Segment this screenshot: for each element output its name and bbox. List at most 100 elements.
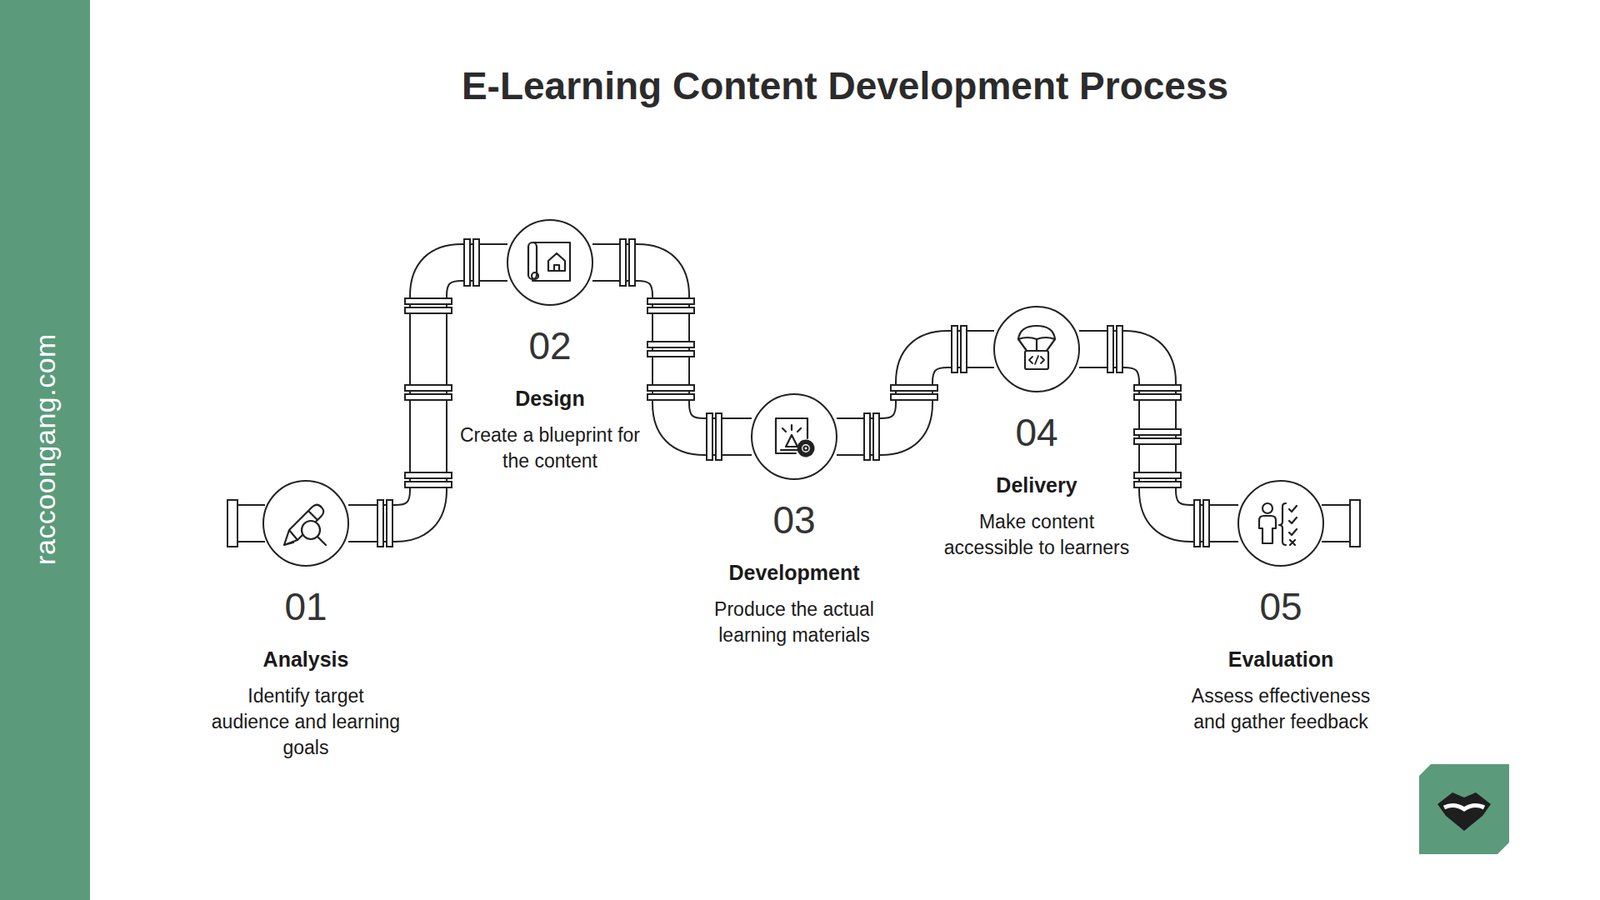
circle-fill — [751, 394, 837, 480]
pipe-outline — [348, 262, 508, 524]
pipe-connector — [348, 262, 508, 524]
step-circles — [263, 220, 1324, 566]
circle-fill — [263, 480, 349, 566]
pipe-ring — [890, 394, 938, 400]
pipe-ring — [647, 298, 695, 305]
pipe-ring — [1203, 500, 1210, 547]
evaluation-icon — [1259, 503, 1297, 545]
step-heading: Analysis — [263, 646, 350, 672]
pipe-ring — [647, 341, 695, 348]
process-step: 05EvaluationAssess effectiveness and gat… — [1172, 480, 1390, 735]
pipe-connector — [592, 262, 752, 437]
magnifier-handle — [317, 536, 326, 545]
scroll-dot — [531, 272, 539, 280]
pencil-shape — [284, 505, 324, 545]
process-step: 03DevelopmentProduce the actual learning… — [685, 393, 903, 649]
process-step: 02DesignCreate a blueprint for the conte… — [441, 219, 659, 475]
pipe-connector — [1079, 349, 1239, 524]
pipe-ring — [405, 394, 452, 400]
pipe-inner — [836, 349, 995, 437]
logo-tile — [1419, 764, 1510, 855]
pipe-inner — [348, 262, 508, 524]
delivery-icon — [1018, 325, 1055, 370]
list-brace — [1279, 503, 1286, 545]
pipe-ring — [951, 325, 958, 373]
pipe-ring — [1134, 385, 1181, 391]
pipe-inner — [592, 262, 752, 437]
step-heading: Evaluation — [1228, 646, 1334, 672]
pipe-ring — [405, 385, 452, 391]
process-step: 01AnalysisIdentify target audience and l… — [197, 480, 415, 761]
circle-fill — [1238, 480, 1324, 566]
end-cap — [1350, 500, 1360, 547]
site-watermark: raccoongang.com — [29, 333, 62, 565]
step-heading: Delivery — [995, 472, 1077, 498]
blueprint-sheet — [532, 242, 570, 281]
design-icon — [528, 242, 570, 281]
step-circle — [993, 305, 1080, 393]
step-heading: Design — [515, 385, 585, 411]
step-circle — [262, 480, 350, 567]
step-description: Make content accessible to learners — [938, 509, 1135, 561]
pipe-outline — [836, 349, 995, 437]
pipe-ring — [647, 307, 695, 314]
check-marks — [1289, 505, 1297, 545]
pipe-ring — [1134, 481, 1181, 488]
step-number: 03 — [772, 498, 815, 542]
pipe-ring — [620, 239, 626, 286]
step-circle — [506, 219, 594, 306]
person-head — [1262, 503, 1273, 514]
gear-teeth — [799, 441, 813, 455]
pipe-connectors — [348, 262, 1239, 524]
pipe-ring — [864, 413, 870, 460]
house-shape — [548, 253, 565, 271]
pipe-ring — [1134, 472, 1181, 479]
person-body — [1259, 515, 1276, 544]
pipe-outline — [1079, 349, 1239, 524]
step-heading: Development — [729, 560, 860, 585]
pipe-ring — [405, 307, 452, 314]
pipe-inner — [1079, 349, 1239, 524]
gear-hub — [804, 446, 809, 451]
pipe-ring — [629, 239, 635, 286]
pipe-ring — [706, 413, 713, 460]
package-box — [1025, 350, 1049, 370]
pipe-ring — [890, 385, 938, 391]
pipe-ring — [873, 413, 880, 460]
pipe-ring — [647, 394, 695, 400]
pipe-ring — [1134, 438, 1181, 445]
logo-mask — [1437, 792, 1491, 831]
diagram-title: E-Learning Content Development Process — [90, 63, 1600, 109]
step-number: 02 — [528, 324, 571, 368]
pipe-ring — [405, 298, 452, 305]
pipe-ring — [1107, 325, 1114, 373]
pipe-ring — [386, 500, 393, 547]
step-description: Assess effectiveness and gather feedback — [1182, 683, 1380, 735]
pipe-rings — [377, 239, 1210, 547]
step-description: Identify target audience and learning go… — [207, 683, 405, 761]
step-icons — [284, 242, 1297, 545]
gear-body — [800, 443, 811, 454]
pipe-ring — [405, 481, 452, 488]
step-circle — [1237, 480, 1325, 567]
pipe-outline — [592, 262, 752, 437]
step-number: 04 — [1015, 410, 1058, 455]
pipe-ring — [715, 413, 722, 460]
pipe-ring — [377, 500, 384, 547]
step-number: 01 — [284, 585, 327, 629]
pipe-ring — [405, 472, 452, 479]
process-step: 04DeliveryMake content accessible to lea… — [928, 305, 1145, 561]
pipe-ring — [473, 239, 480, 286]
pipe-ring — [1194, 500, 1200, 547]
brand-logo — [1419, 764, 1510, 855]
pipe-ring — [1116, 325, 1123, 373]
parachute-canopy — [1018, 325, 1055, 340]
end-cap — [227, 500, 238, 547]
pipe-ring — [960, 325, 967, 373]
pipe-ring — [1134, 429, 1181, 435]
pipe-ring — [1134, 394, 1181, 400]
step-circle — [750, 393, 838, 480]
development-icon — [775, 418, 813, 455]
circle-fill — [507, 220, 593, 305]
